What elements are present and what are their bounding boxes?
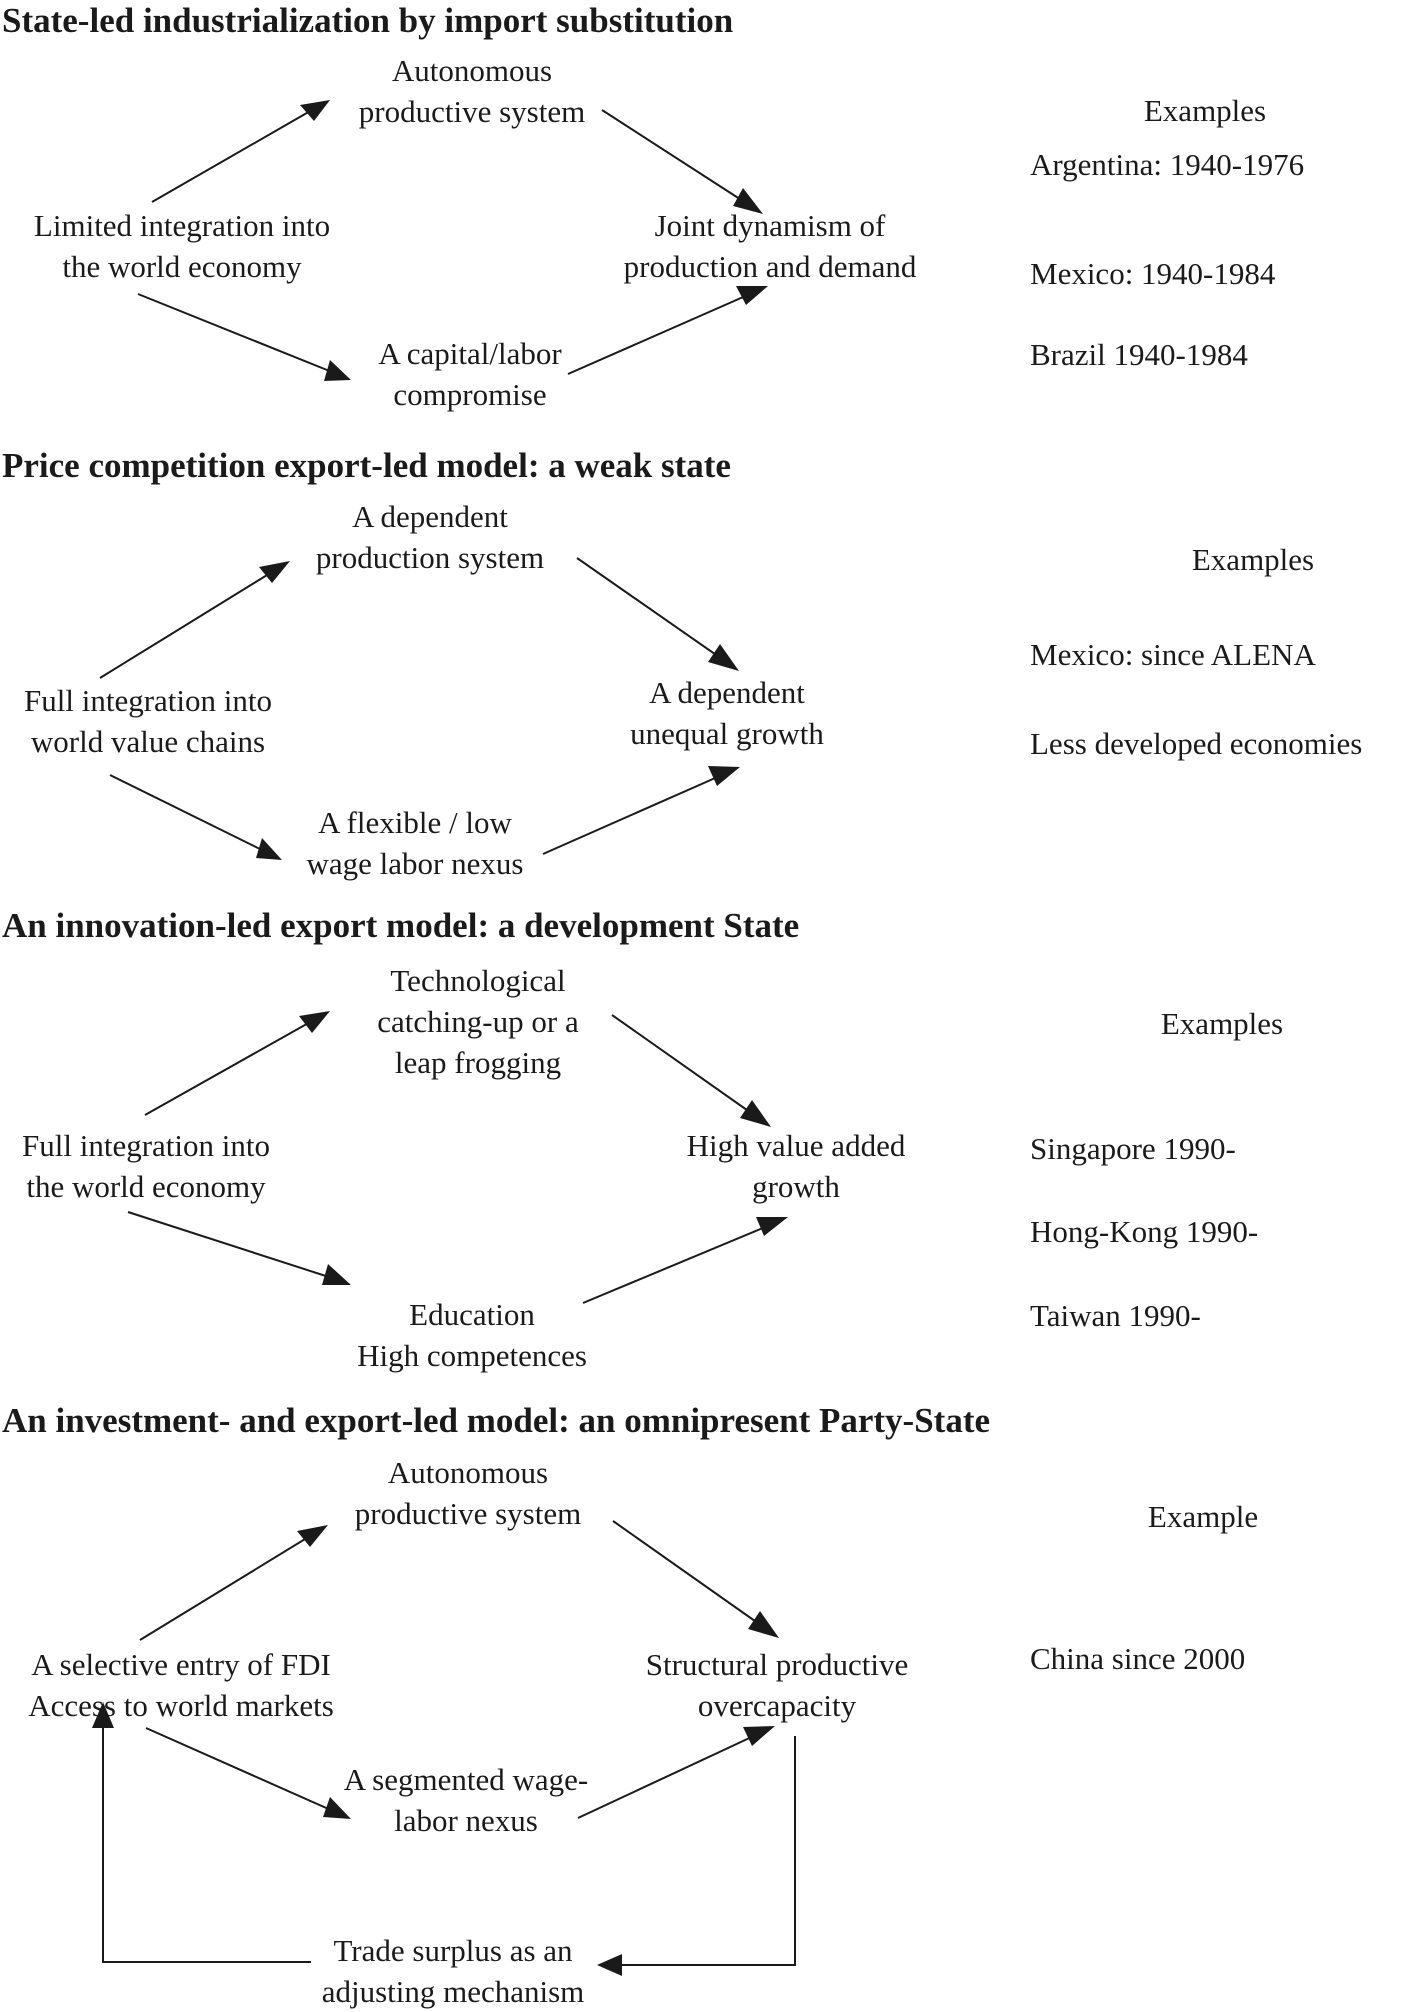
node-dependent-production-system: A dependent production system xyxy=(315,499,545,575)
node-selective-fdi-entry: A selective entry of FDI Access to world… xyxy=(28,1647,334,1723)
example-item: Hong-Kong 1990- xyxy=(1030,1214,1259,1249)
node-high-value-added-growth: High value added growth xyxy=(686,1128,906,1204)
section-title: Price competition export-led model: a we… xyxy=(2,446,731,485)
arrow-bottom-to-right xyxy=(582,1217,788,1304)
node-autonomous-productive-system: Autonomous productive system xyxy=(354,1455,582,1531)
example-item: Mexico: 1940-1984 xyxy=(1030,256,1276,291)
flow-arrows xyxy=(92,1520,796,1976)
node-flexible-low-wage-labor-nexus: A flexible / low wage labor nexus xyxy=(306,805,524,881)
arrow-left-to-bottom xyxy=(137,293,351,381)
example-item: Taiwan 1990- xyxy=(1030,1298,1201,1333)
node-education-high-competences: Education High competences xyxy=(357,1297,587,1373)
example-item: Singapore 1990- xyxy=(1030,1131,1236,1166)
example-item: Mexico: since ALENA xyxy=(1030,637,1316,672)
node-joint-dynamism: Joint dynamism of production and demand xyxy=(623,208,917,284)
model-state-led-industrialization: State-led industrialization by import su… xyxy=(0,0,1417,440)
node-segmented-wage-labor-nexus: A segmented wage- labor nexus xyxy=(343,1762,589,1838)
arrow-top-to-right xyxy=(576,557,739,671)
example-item: Argentina: 1940-1976 xyxy=(1030,147,1305,182)
examples-heading: Examples xyxy=(1143,93,1267,128)
flow-arrows xyxy=(137,100,768,381)
model-price-competition-export-led: Price competition export-led model: a we… xyxy=(0,445,1417,905)
arrow-left-to-top xyxy=(139,1525,328,1641)
example-item: China since 2000 xyxy=(1030,1641,1246,1676)
flow-arrows xyxy=(127,1011,788,1304)
node-full-integration-value-chains: Full integration into world value chains xyxy=(24,683,272,759)
arrow-feedback-to-left xyxy=(92,1702,311,1963)
flow-arrows xyxy=(99,557,740,860)
arrow-bottom-to-right xyxy=(542,766,740,855)
arrow-left-to-top xyxy=(151,100,330,203)
examples-heading: Example xyxy=(1147,1499,1259,1534)
node-full-integration-world-economy: Full integration into the world economy xyxy=(22,1128,270,1204)
arrow-top-to-right xyxy=(611,1014,771,1127)
arrow-left-to-bottom xyxy=(109,774,282,860)
example-item: Brazil 1940-1984 xyxy=(1030,337,1248,372)
node-limited-integration: Limited integration into the world econo… xyxy=(33,208,331,284)
node-dependent-unequal-growth: A dependent unequal growth xyxy=(630,675,824,751)
arrow-left-to-top xyxy=(144,1011,330,1116)
arrow-left-to-top xyxy=(99,561,290,679)
arrow-bottom-to-right xyxy=(577,1726,775,1819)
arrow-top-to-right xyxy=(601,109,763,214)
arrow-top-to-right xyxy=(612,1520,779,1638)
section-title: An innovation-led export model: a develo… xyxy=(2,906,800,945)
arrow-bottom-to-right xyxy=(567,286,768,375)
model-investment-export-led: An investment- and export-led model: an … xyxy=(0,1400,1417,2009)
model-innovation-led-export: An innovation-led export model: a develo… xyxy=(0,905,1417,1400)
node-autonomous-productive-system: Autonomous productive system xyxy=(358,53,586,129)
node-capital-labor-compromise: A capital/labor compromise xyxy=(378,336,562,412)
examples-heading: Examples xyxy=(1160,1006,1284,1041)
section-title: State-led industrialization by import su… xyxy=(2,1,734,40)
examples-heading: Examples xyxy=(1191,542,1315,577)
arrow-right-to-feedback xyxy=(597,1736,796,1976)
section-title: An investment- and export-led model: an … xyxy=(2,1401,991,1440)
node-structural-overcapacity: Structural productive overcapacity xyxy=(645,1647,909,1723)
node-technological-catching-up: Technological catching-up or a leap frog… xyxy=(377,963,579,1080)
example-item: Less developed economies xyxy=(1030,726,1363,761)
arrow-left-to-bottom xyxy=(127,1211,351,1285)
arrow-left-to-bottom xyxy=(145,1727,351,1819)
